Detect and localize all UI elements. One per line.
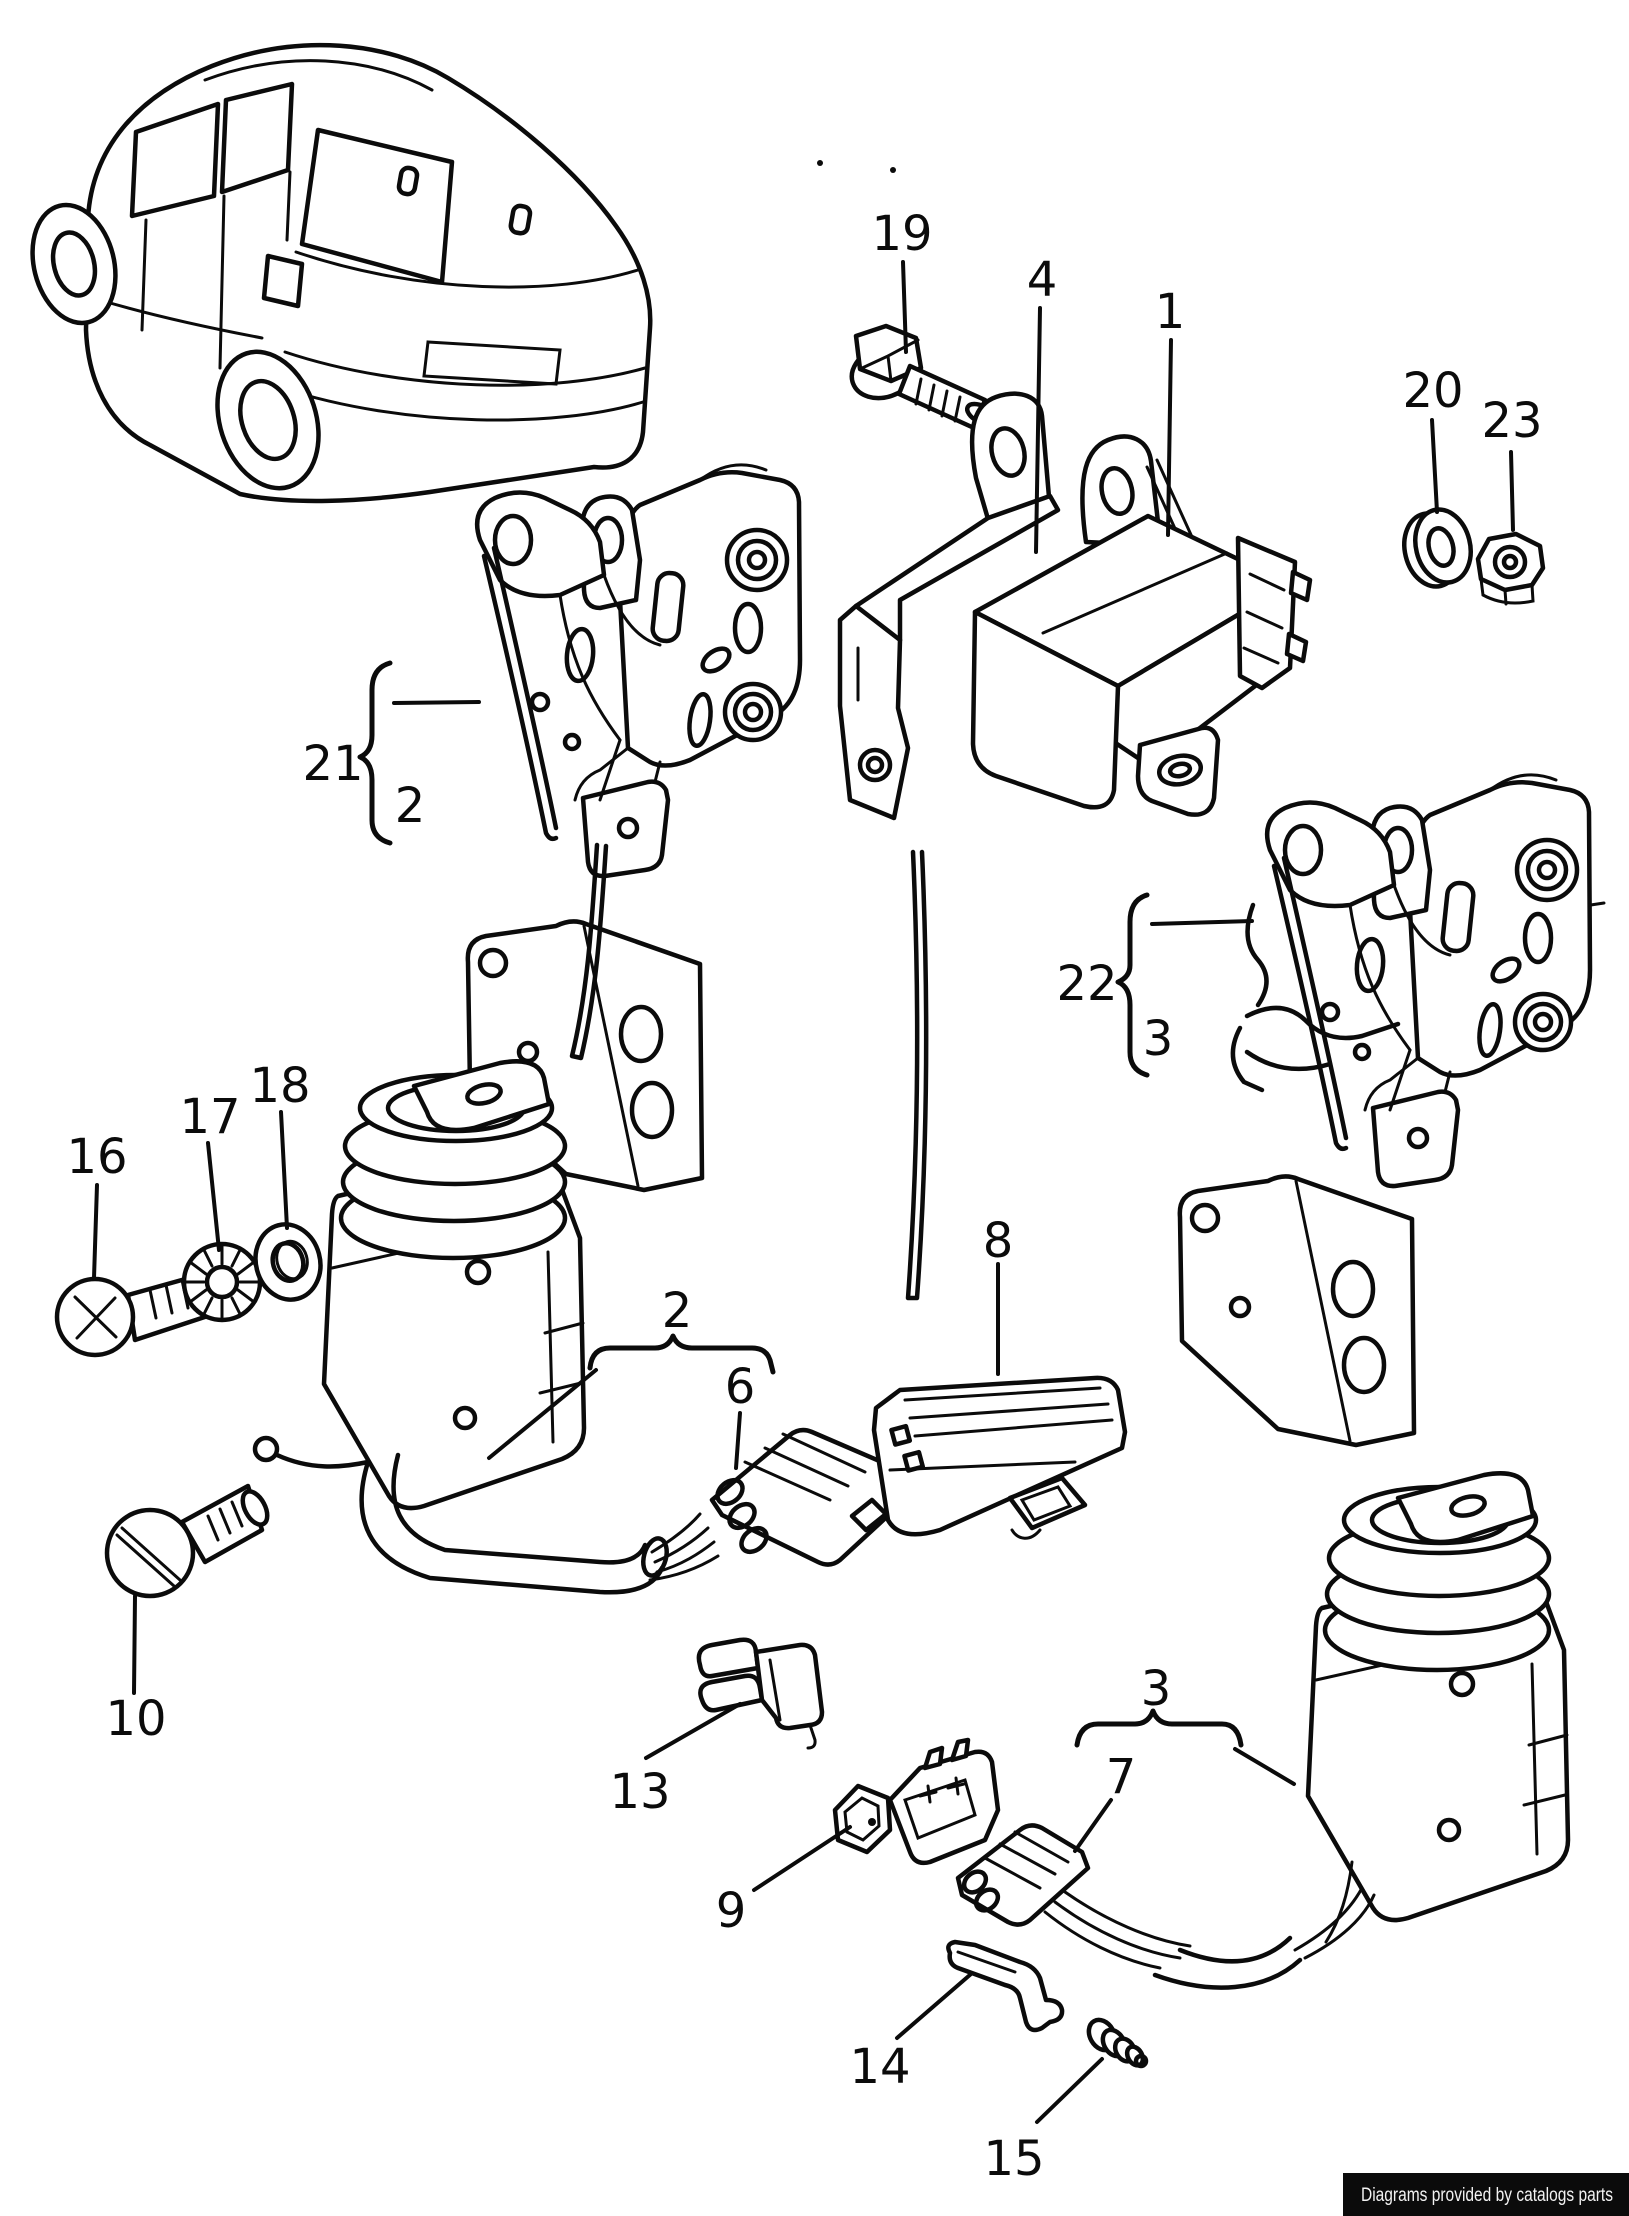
callout-17: 17: [179, 1089, 240, 1145]
callout-1: 1: [1155, 284, 1186, 340]
part-18-washer: [253, 1222, 323, 1302]
callout-4: 4: [1027, 252, 1058, 308]
left-wiring-harness: [252, 1435, 720, 1595]
right-wiring-harness: [1043, 1860, 1376, 1990]
callout-2a: 2: [395, 778, 426, 834]
connector-8-latch: [1007, 1475, 1088, 1531]
part-4-bracket: [837, 391, 1061, 821]
callout-18: 18: [249, 1058, 310, 1114]
group-brace-2: [487, 1333, 776, 1460]
callout-3a: 3: [1143, 1011, 1174, 1067]
connector-9-frame: [832, 1783, 893, 1855]
callout-21: 21: [302, 736, 363, 792]
callout-10: 10: [105, 1691, 166, 1747]
part-19-bolt: [849, 323, 998, 431]
part-23-nut: [1475, 531, 1546, 606]
right-mounting-bracket: [1180, 1176, 1414, 1445]
footer-background: [1343, 2173, 1629, 2216]
car-rear-outline: [30, 42, 653, 504]
group-brace-22: [1115, 892, 1254, 1078]
callout-9: 9: [716, 1883, 747, 1939]
footer-bar: Diagrams provided by catalogs parts: [1343, 2173, 1629, 2216]
callout-3b: 3: [1141, 1661, 1172, 1717]
part-10-screw: [104, 1483, 270, 1599]
left-lock-actuator: [324, 1061, 584, 1508]
front-wheel: [30, 202, 118, 326]
callout-19: 19: [871, 206, 932, 262]
right-door-lock-mechanism: [1267, 775, 1590, 1186]
group-brace-21: [357, 660, 481, 846]
part-20-washer: [1402, 507, 1473, 589]
callout-23: 23: [1481, 393, 1542, 449]
lock-position-mark: [396, 165, 420, 197]
callout-16: 16: [66, 1129, 127, 1185]
part-13-clip: [696, 1637, 825, 1750]
callout-6: 6: [725, 1359, 756, 1415]
right-lock-actuator: [1308, 1473, 1568, 1920]
callout-13: 13: [609, 1764, 670, 1820]
callout-7: 7: [1106, 1749, 1137, 1805]
part-14-lever: [946, 1939, 1065, 2033]
connector-8: [871, 1375, 1128, 1540]
callout-22: 22: [1056, 956, 1117, 1012]
callout-8: 8: [983, 1213, 1014, 1269]
part-17-lock-washer: [181, 1241, 263, 1323]
lock-rods: [569, 842, 929, 1301]
rear-wheel: [215, 349, 321, 491]
callout-20: 20: [1402, 363, 1463, 419]
right-lock-lever: [1230, 902, 1401, 1093]
callout-15: 15: [983, 2131, 1044, 2187]
callout-14: 14: [849, 2039, 910, 2095]
group-brace-3: [1074, 1708, 1296, 1786]
connector-9: [887, 1737, 1001, 1866]
part-15-plug: [1086, 2017, 1149, 2069]
callout-2b: 2: [662, 1283, 693, 1339]
leader-lines: [92, 260, 1515, 2124]
callout-labels: 19 4 1 20 23 21 2 22 3 16 17 18 2 6 8 10…: [66, 206, 1542, 2187]
plus-terminal-marks: [918, 1776, 966, 1804]
lock-position-mark: [508, 203, 533, 236]
part-1-relay: [970, 434, 1313, 817]
left-door-lock-mechanism: [477, 465, 800, 876]
tail-light: [261, 253, 305, 309]
connector-7: [955, 1823, 1091, 1927]
footer-attribution-text: Diagrams provided by catalogs parts: [1361, 2185, 1613, 2206]
